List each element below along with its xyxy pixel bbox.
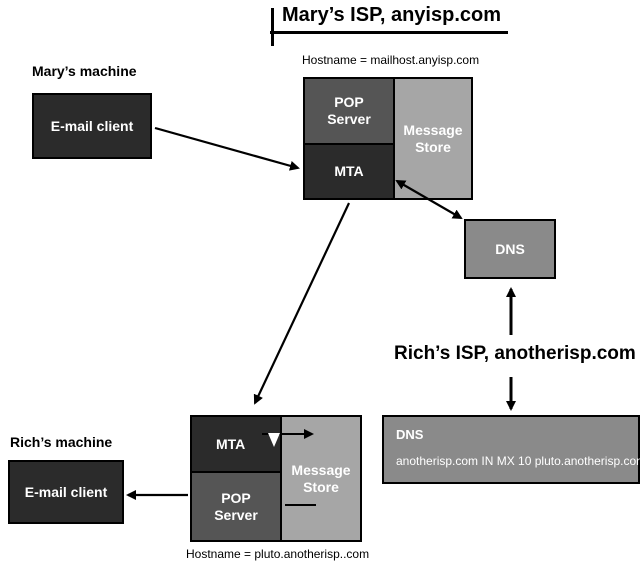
rich-pop-server: POP Server bbox=[190, 471, 282, 542]
mary-isp-title: Mary’s ISP, anyisp.com bbox=[282, 4, 501, 26]
mary-pop-server: POP Server bbox=[303, 77, 395, 145]
mary-hostname: Hostname = mailhost.anyisp.com bbox=[302, 53, 480, 67]
mary-message-store: Message Store bbox=[393, 77, 473, 200]
mary-isp-underline bbox=[270, 31, 508, 34]
dns-bottom-label: DNS bbox=[396, 427, 424, 442]
rich-pop-server-label: POP Server bbox=[214, 489, 258, 523]
mary-mta-label: MTA bbox=[334, 163, 364, 180]
mary-email-client: E-mail client bbox=[32, 93, 152, 159]
arrow-mta-dns bbox=[395, 179, 463, 220]
mary-mta: MTA bbox=[303, 143, 395, 200]
rich-message-store: Message Store bbox=[280, 415, 362, 542]
arrow-client-to-mta bbox=[154, 126, 300, 171]
rich-message-store-label: Message Store bbox=[291, 461, 351, 495]
down-triangle-icon bbox=[268, 433, 280, 447]
mary-email-client-label: E-mail client bbox=[50, 117, 134, 134]
rich-email-client: E-mail client bbox=[8, 460, 124, 524]
rich-hostname: Hostname = pluto.anotherisp..com bbox=[186, 547, 370, 561]
dns-top: DNS bbox=[464, 219, 556, 279]
rich-mta-label: MTA bbox=[216, 435, 246, 452]
dns-top-label: DNS bbox=[495, 240, 525, 257]
dns-mx-record: anotherisp.com IN MX 10 pluto.anotherisp… bbox=[396, 454, 642, 468]
rich-isp-title: Rich’s ISP, anotherisp.com bbox=[394, 343, 636, 364]
mary-isp-vertical-bar bbox=[271, 8, 274, 46]
mary-pop-server-label: POP Server bbox=[327, 94, 371, 127]
mary-machine-label: Mary’s machine bbox=[32, 63, 137, 79]
arrow-mta-to-rich-mta bbox=[253, 202, 350, 405]
rich-machine-label: Rich’s machine bbox=[10, 434, 113, 450]
rich-email-client-label: E-mail client bbox=[24, 483, 108, 500]
mary-message-store-label: Message Store bbox=[403, 121, 463, 155]
dns-bottom: DNS anotherisp.com IN MX 10 pluto.anothe… bbox=[382, 415, 642, 484]
